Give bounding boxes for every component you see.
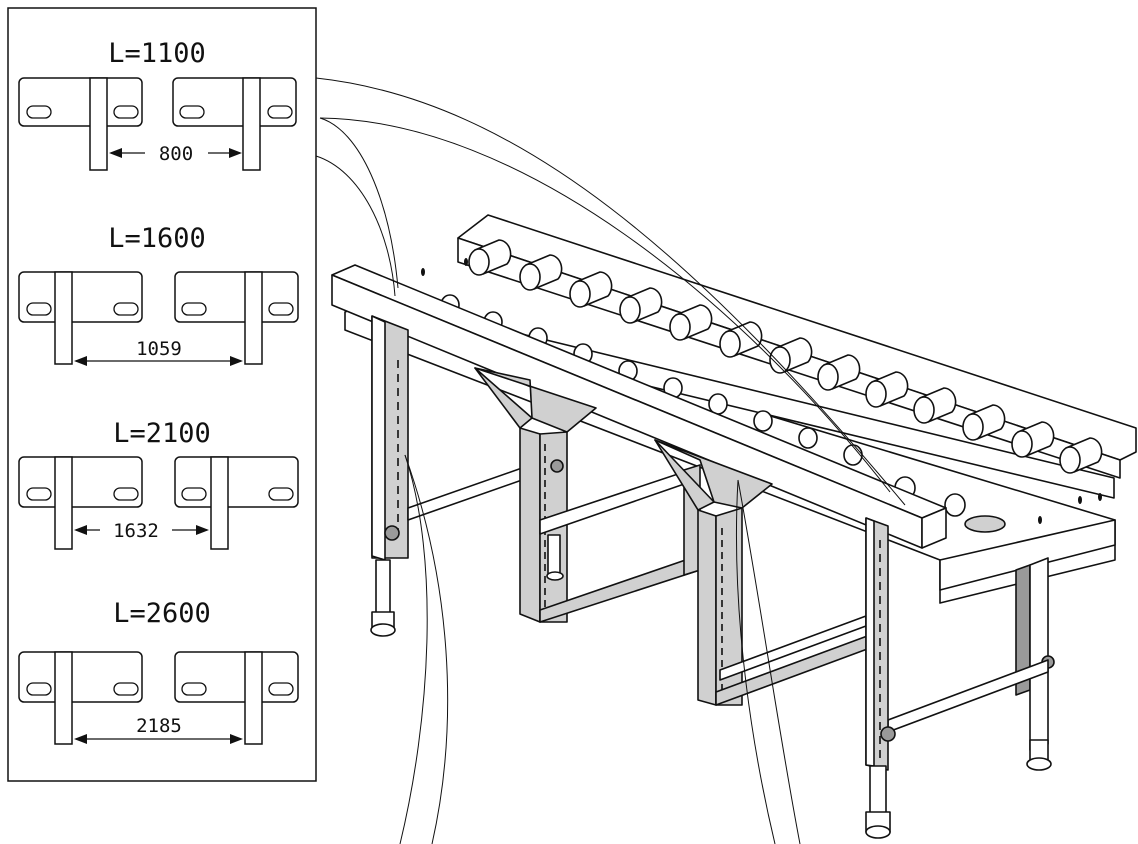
legs-back <box>1015 557 1055 771</box>
roller-conveyor-illustration <box>315 77 1137 844</box>
leg-mid-2 <box>654 439 871 706</box>
bracket-left-2-icon <box>18 271 143 365</box>
leg-mid-1 <box>474 367 701 623</box>
leg-front-left <box>370 315 409 637</box>
spacing-label-2: 1059 <box>136 338 182 360</box>
dimension-line-3: 1632 <box>74 520 209 542</box>
dimension-line-4: 2185 <box>74 715 243 744</box>
leader-lines <box>315 77 906 844</box>
spacing-label-1: 800 <box>159 143 193 165</box>
length-label-2: L=1600 <box>108 223 206 254</box>
bracket-right-1-icon <box>172 77 297 171</box>
spacing-label-3: 1632 <box>113 520 159 542</box>
length-label-4: L=2600 <box>113 598 211 629</box>
spacing-label-4: 2185 <box>136 715 182 737</box>
length-label-1: L=1100 <box>108 38 206 69</box>
cross-brace-left <box>407 467 523 521</box>
bracket-right-3-icon <box>174 456 299 550</box>
config-1: L=1100 800 <box>18 38 297 171</box>
bracket-right-4-icon <box>174 651 299 745</box>
bracket-left-3-icon <box>18 456 143 550</box>
leg-front-right <box>865 517 896 839</box>
bracket-left-4-icon <box>18 651 143 745</box>
bracket-right-2-icon <box>174 271 299 365</box>
config-2: L=1600 1059 <box>18 223 299 366</box>
config-4: L=2600 2185 <box>18 598 299 745</box>
dimension-line-2: 1059 <box>74 338 243 366</box>
config-3: L=2100 1632 <box>18 418 299 550</box>
cross-brace-right <box>887 659 1049 733</box>
bracket-left-1-icon <box>18 77 143 171</box>
roller-end-hatch-icon <box>964 515 1006 533</box>
dimension-line-1: 800 <box>109 143 242 165</box>
length-label-3: L=2100 <box>113 418 211 449</box>
rail-holes <box>421 258 1102 524</box>
rollers-back <box>468 239 1103 474</box>
